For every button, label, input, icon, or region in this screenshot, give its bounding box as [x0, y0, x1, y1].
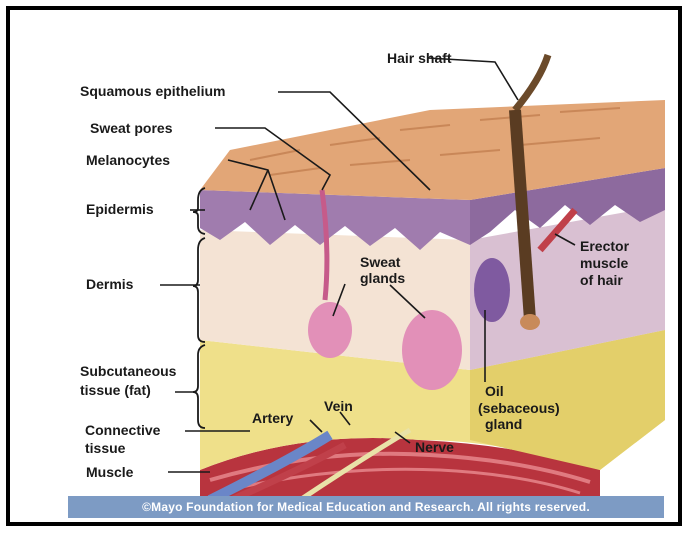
label-dermis: Dermis [86, 276, 133, 293]
label-oil-gland-line2: (sebaceous) [478, 400, 560, 417]
label-erector-line2: muscle [580, 255, 628, 272]
label-hair-shaft: Hair shaft [387, 50, 452, 67]
label-squamous-epithelium: Squamous epithelium [80, 83, 225, 100]
label-connective-line1: Connective [85, 422, 160, 439]
sebaceous-gland-drawing [474, 258, 510, 322]
label-muscle: Muscle [86, 464, 133, 481]
label-connective-line2: tissue [85, 440, 125, 457]
label-oil-gland-line1: Oil [485, 383, 504, 400]
label-erector-line1: Erector [580, 238, 629, 255]
label-melanocytes: Melanocytes [86, 152, 170, 169]
label-sweat-glands-line2: glands [360, 270, 405, 287]
label-vein: Vein [324, 398, 353, 415]
label-erector-line3: of hair [580, 272, 623, 289]
label-nerve: Nerve [415, 439, 454, 456]
label-oil-gland-line3: gland [485, 416, 522, 433]
label-subcutaneous-line2: tissue (fat) [80, 382, 151, 399]
copyright-credit-bar: ©Mayo Foundation for Medical Education a… [68, 496, 664, 518]
label-sweat-pores: Sweat pores [90, 120, 172, 137]
label-sweat-glands-line1: Sweat [360, 254, 400, 271]
label-subcutaneous-line1: Subcutaneous [80, 363, 176, 380]
label-artery: Artery [252, 410, 293, 427]
label-epidermis: Epidermis [86, 201, 154, 218]
